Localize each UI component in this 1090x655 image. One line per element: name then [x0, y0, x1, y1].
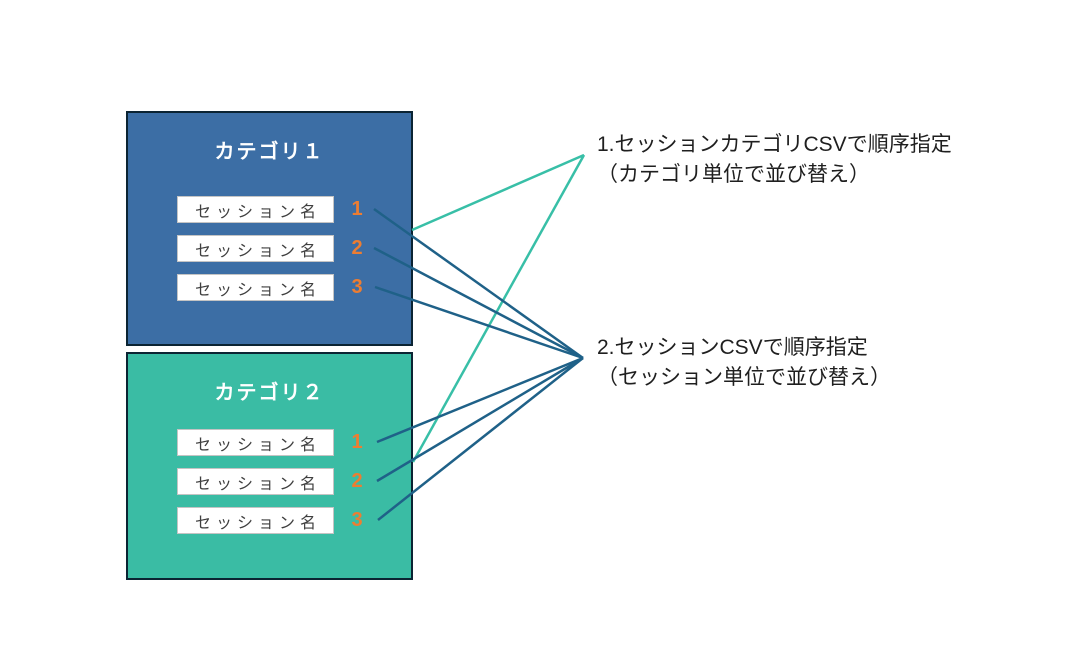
- session-order-number: 1: [351, 198, 363, 220]
- session-name-box: セッション名: [177, 235, 334, 262]
- annotation-2-line-2: （セッション単位で並び替え）: [597, 366, 891, 389]
- category-2-box: カテゴリ２ セッション名 1 セッション名 2 セッション名 3: [126, 352, 413, 580]
- session-name-box: セッション名: [177, 274, 334, 301]
- connector-note1-to-category1: [411, 153, 585, 232]
- session-row: セッション名 3: [177, 274, 370, 301]
- session-name-label: セッション名: [194, 436, 321, 454]
- category-2-title: カテゴリ２: [214, 382, 325, 404]
- annotation-1-line-2: （カテゴリ単位で並び替え）: [597, 163, 870, 186]
- session-name-box: セッション名: [177, 468, 334, 495]
- session-order-number: 2: [351, 470, 363, 492]
- session-row: セッション名 2: [177, 468, 370, 495]
- session-row: セッション名 1: [177, 429, 370, 456]
- annotation-1: 1.セッションカテゴリCSVで順序指定 （カテゴリ単位で並び替え）: [597, 130, 952, 190]
- session-order-number: 3: [351, 509, 363, 531]
- annotation-2-line-1: 2.セッションCSVで順序指定: [597, 336, 868, 359]
- session-name-box: セッション名: [177, 507, 334, 534]
- session-order-number: 3: [351, 276, 363, 298]
- session-row: セッション名 2: [177, 235, 370, 262]
- session-order-number: 2: [351, 237, 363, 259]
- session-name-label: セッション名: [194, 203, 321, 221]
- session-name-label: セッション名: [194, 514, 321, 532]
- category-1-title: カテゴリ１: [214, 141, 325, 163]
- session-name-box: セッション名: [177, 196, 334, 223]
- session-name-label: セッション名: [194, 475, 321, 493]
- session-row: セッション名 3: [177, 507, 370, 534]
- session-name-label: セッション名: [194, 281, 321, 299]
- connector-note1-to-category2: [411, 154, 586, 463]
- annotation-2: 2.セッションCSVで順序指定 （セッション単位で並び替え）: [597, 333, 891, 393]
- session-name-box: セッション名: [177, 429, 334, 456]
- annotation-1-line-1: 1.セッションカテゴリCSVで順序指定: [597, 133, 952, 156]
- category-1-box: カテゴリ１ セッション名 1 セッション名 2 セッション名 3: [126, 111, 413, 346]
- session-name-label: セッション名: [194, 242, 321, 260]
- session-order-number: 1: [351, 431, 363, 453]
- session-row: セッション名 1: [177, 196, 370, 223]
